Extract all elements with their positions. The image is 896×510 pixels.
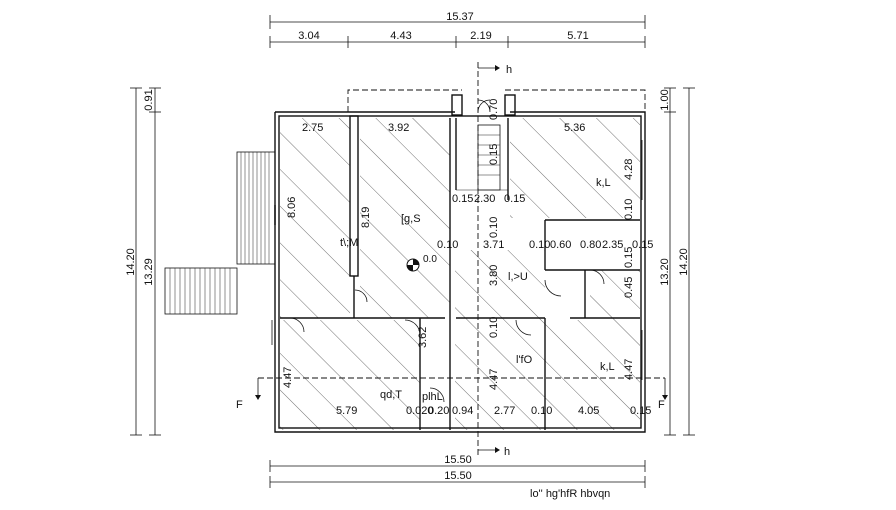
dim-0-15-a: 0.15: [452, 193, 473, 205]
doors: [289, 99, 605, 403]
top-overall-dim: 15.37: [446, 11, 474, 23]
room-label-center: l,>U: [508, 271, 528, 283]
right-outer-dim: 14.20: [678, 248, 690, 276]
top-seg-dim-4: 5.71: [567, 30, 588, 42]
room-labels: t\;M [g,S k,L l,>U l'fO k,L qd,T plhL: [340, 177, 615, 403]
dim-0-10-right: 0.10: [623, 199, 635, 220]
top-seg-dim-2: 4.43: [390, 30, 411, 42]
room-label-main: [g,S: [401, 213, 421, 225]
dim-0-15-b: 0.15: [504, 193, 525, 205]
dim-4-47-a: 4.47: [282, 367, 294, 388]
top-dimension-lines: 15.37 3.04 4.43 2.19 5.71: [269, 11, 646, 48]
dim-0-15-c: 0.15: [632, 239, 653, 251]
dim-2-35: 2.35: [602, 239, 623, 251]
interior-dimensions: 2.75 3.92 5.36 8.06 8.19 4.28 0.70 0.15 …: [282, 99, 653, 417]
dim-0-45: 0.45: [623, 277, 635, 298]
left-outer-dim: 14.20: [125, 248, 137, 276]
left-inner-dim: 13.29: [143, 258, 155, 286]
dim-4-28: 4.28: [623, 159, 635, 180]
dim-3-80: 3.80: [488, 265, 500, 286]
drawing-title: lo'' hg'hfR hbvqn: [530, 488, 610, 500]
dim-5-79: 5.79: [336, 405, 357, 417]
dim-0-020: 0.020: [406, 405, 434, 417]
dim-0-15-d: 0.15: [630, 405, 651, 417]
left-top-small-dim: 0.91: [143, 89, 155, 110]
left-dimension-lines: 14.20 13.29 0.91: [125, 87, 161, 436]
section-h-bottom: h: [504, 446, 510, 458]
dim-3-62: 3.62: [417, 327, 429, 348]
right-inner-dim: 13.20: [659, 258, 671, 286]
room-label-bottom-left: qd,T: [380, 389, 402, 401]
room-label-right-lower: k,L: [600, 361, 615, 373]
room-label-center-lower: l'fO: [516, 354, 533, 366]
dim-0-10-v1: 0.10: [488, 217, 500, 238]
dim-0-10-a: 0.10: [437, 239, 458, 251]
bottom-dim-1: 15.50: [444, 454, 472, 466]
dim-2-30: 2.30: [474, 193, 495, 205]
top-seg-dim-1: 3.04: [298, 30, 319, 42]
dim-0-70: 0.70: [488, 99, 500, 120]
exterior-stairs: [164, 151, 276, 315]
dim-0-10-b: 0.10: [529, 239, 550, 251]
dim-3-92: 3.92: [388, 122, 409, 134]
dim-0-80: 0.80: [580, 239, 601, 251]
bottom-dimension-lines: 15.50 15.50: [269, 454, 646, 488]
dim-0-15-right: 0.15: [623, 247, 635, 268]
right-dimension-lines: 1.00 13.20 14.20: [659, 87, 695, 436]
top-seg-dim-3: 2.19: [470, 30, 491, 42]
dim-0-10-c: 0.10: [531, 405, 552, 417]
hatched-floor: [280, 118, 640, 430]
walls: [271, 89, 646, 433]
dim-3-71: 3.71: [483, 239, 504, 251]
dim-0-94: 0.94: [452, 405, 473, 417]
section-markers: h h F F: [236, 62, 668, 458]
dim-2-77: 2.77: [494, 405, 515, 417]
level-value: 0.0: [423, 254, 437, 265]
dim-8-19: 8.19: [360, 207, 372, 228]
section-f-left: F: [236, 399, 243, 411]
level-marker: 0.0: [406, 254, 437, 272]
dim-0-10-v2: 0.10: [488, 317, 500, 338]
right-top-small-dim: 1.00: [659, 89, 671, 110]
room-label-left: t\;M: [340, 237, 358, 249]
room-label-right-top: k,L: [596, 177, 611, 189]
dim-2-75: 2.75: [302, 122, 323, 134]
dim-0-20: 0.20: [428, 405, 449, 417]
dim-0-60: 0.60: [550, 239, 571, 251]
dim-4-47-c: 4.47: [623, 359, 635, 380]
section-h-top: h: [506, 64, 512, 76]
section-f-right: F: [658, 399, 665, 411]
dim-0-15-v: 0.15: [488, 144, 500, 165]
dim-4-47-b: 4.47: [488, 369, 500, 390]
dim-5-36: 5.36: [564, 122, 585, 134]
bottom-dim-2: 15.50: [444, 470, 472, 482]
dim-8-06: 8.06: [286, 197, 298, 218]
dim-4-05: 4.05: [578, 405, 599, 417]
room-label-bottom-small: plhL: [422, 391, 443, 403]
